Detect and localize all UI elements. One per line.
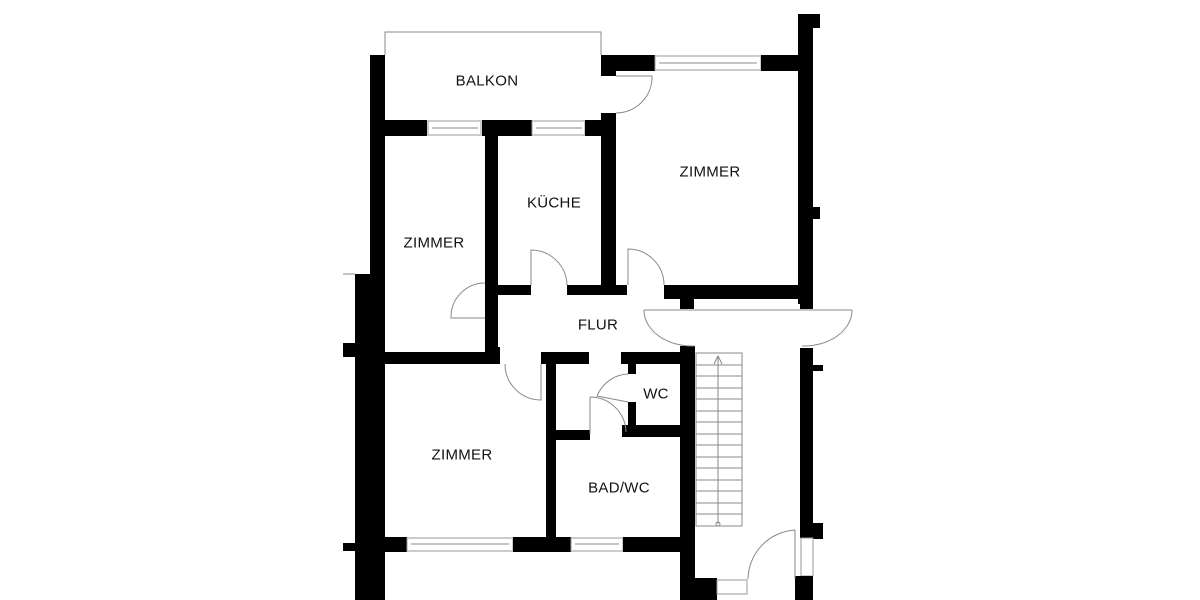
wall-west-thick bbox=[355, 274, 370, 600]
staircase bbox=[695, 352, 743, 527]
room-label-zimmer-w: ZIMMER bbox=[403, 234, 465, 252]
wall-kueche-south-b bbox=[567, 285, 627, 295]
wall-stair-west bbox=[680, 346, 695, 600]
wall-wc-south bbox=[622, 425, 680, 437]
door-swing-zimmer-sw bbox=[504, 363, 542, 401]
wall-balcony-mid bbox=[482, 120, 532, 136]
wall-flur-stub bbox=[485, 347, 500, 355]
wall-kueche-south-a bbox=[498, 285, 531, 295]
door-swing-bad bbox=[589, 396, 627, 434]
wall-zimmer-ne-west bbox=[601, 113, 616, 285]
wall-east-stub3 bbox=[813, 523, 823, 539]
room-label-wc: WC bbox=[643, 385, 669, 403]
wall-east-mid bbox=[800, 285, 813, 309]
wall-west-stub2 bbox=[343, 543, 357, 551]
door-swing-entrance bbox=[747, 529, 796, 580]
wall-east-stub1 bbox=[813, 207, 820, 219]
wall-wc-west-b bbox=[628, 402, 636, 434]
room-label-kueche: KÜCHE bbox=[526, 194, 582, 212]
wall-balcony-south bbox=[385, 120, 427, 136]
wall-stair-se bbox=[795, 576, 813, 600]
wall-east-stub2 bbox=[813, 365, 823, 371]
wall-zimmer-w-south bbox=[385, 352, 500, 364]
room-label-zimmer-ne: ZIMMER bbox=[679, 163, 741, 181]
window-stair-east bbox=[800, 537, 814, 577]
room-label-zimmer-sw: ZIMMER bbox=[431, 446, 493, 464]
wall-north-east bbox=[761, 55, 809, 71]
wall-closet-west bbox=[546, 356, 556, 544]
room-label-balkon: BALKON bbox=[455, 72, 519, 90]
room-label-flur: FLUR bbox=[577, 316, 619, 334]
wall-closet-south bbox=[546, 430, 590, 440]
wall-stair-east bbox=[800, 348, 813, 538]
door-swing-stair-right bbox=[801, 309, 853, 347]
door-swing-balcony bbox=[615, 75, 653, 114]
wall-stair-sw bbox=[680, 578, 717, 600]
wall-ne-stub bbox=[601, 55, 616, 76]
wall-west bbox=[370, 55, 385, 600]
balcony-outline bbox=[384, 31, 602, 55]
door-swing-kueche bbox=[530, 249, 568, 286]
room-label-bad-wc: BAD/WC bbox=[588, 479, 650, 497]
wall-east-upper bbox=[798, 14, 813, 304]
window-entrance bbox=[716, 579, 748, 595]
door-swing-zimmer-w bbox=[450, 282, 486, 319]
wall-west-stub bbox=[343, 343, 357, 357]
door-swing-wc bbox=[596, 373, 629, 403]
wall-south-b bbox=[513, 537, 571, 552]
wall-zimmer-ne-south bbox=[664, 285, 813, 299]
wall-kueche-west bbox=[485, 136, 498, 354]
door-swing-stair-left bbox=[643, 309, 695, 347]
wall-south-c bbox=[623, 537, 680, 552]
wall-wc-west-a bbox=[628, 356, 636, 374]
door-swing-zimmer-ne bbox=[627, 248, 665, 286]
wall-stair-north bbox=[680, 285, 694, 309]
wall-south-a bbox=[385, 537, 407, 552]
